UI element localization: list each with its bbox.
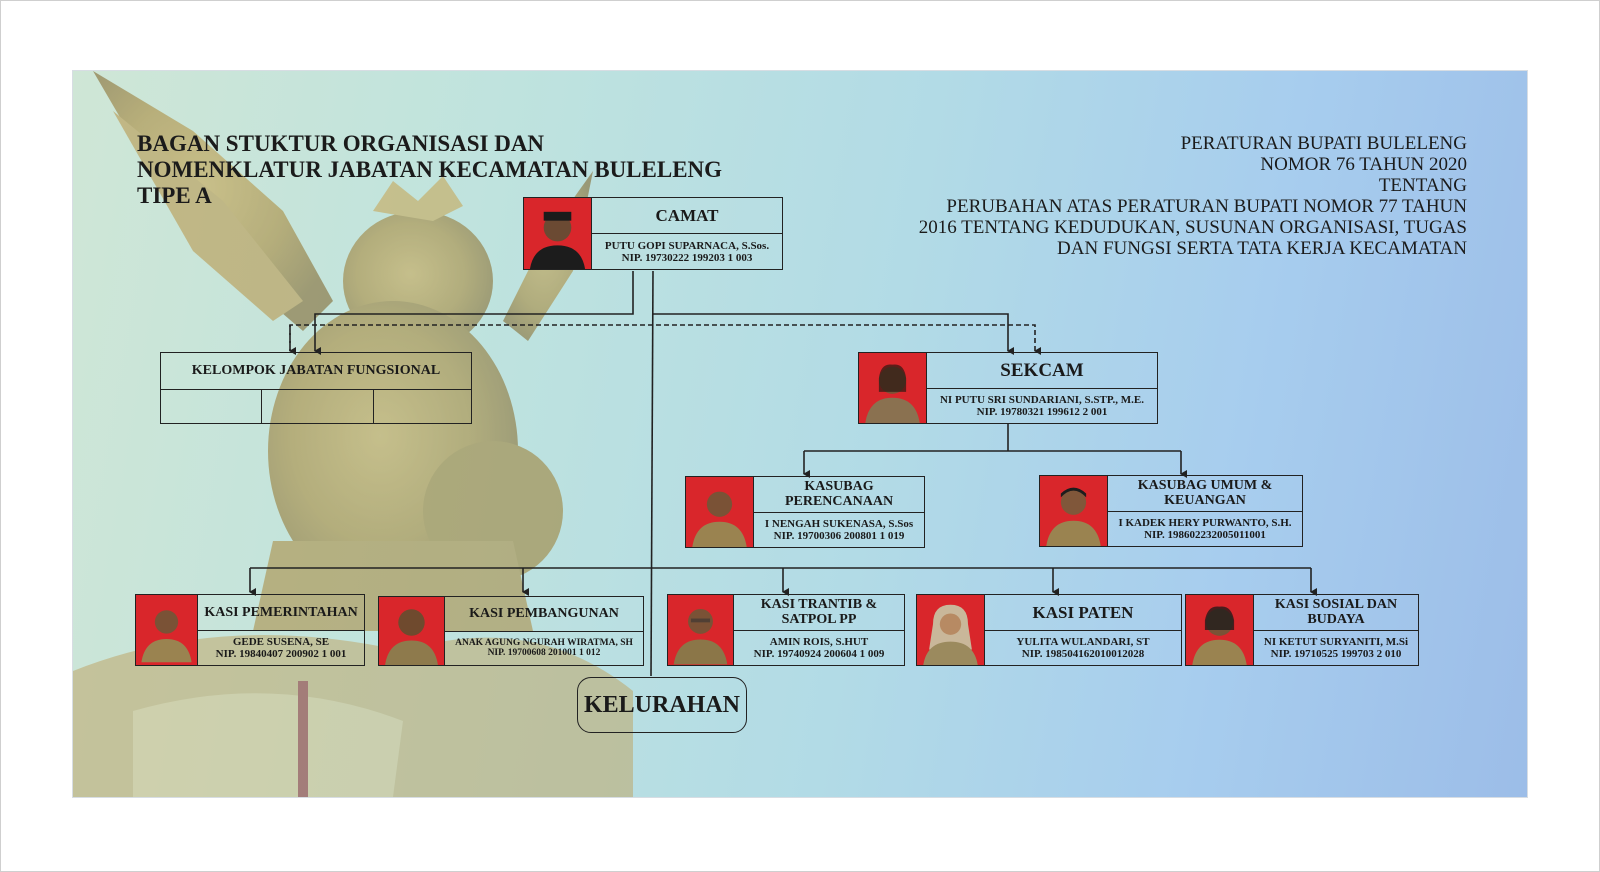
person-icon xyxy=(1192,606,1247,665)
official-details: ANAK AGUNG NGURAH WIRATMA, SH NIP. 19700… xyxy=(445,632,643,666)
regulation-line: 2016 TENTANG KEDUDUKAN, SUSUNAN ORGANISA… xyxy=(918,217,1467,238)
camat-box: CAMAT PUTU GOPI SUPARNACA, S.Sos. NIP. 1… xyxy=(523,197,783,270)
official-details: GEDE SUSENA, SE NIP. 19840407 200902 1 0… xyxy=(198,631,364,666)
kasubag-photo xyxy=(1040,476,1108,546)
official-nip: NIP. 198602232005011001 xyxy=(1144,528,1266,541)
official-details: I NENGAH SUKENASA, S.Sos NIP. 19700306 2… xyxy=(754,513,924,548)
official-name: YULITA WULANDARI, ST xyxy=(1016,635,1150,648)
person-icon xyxy=(141,610,192,663)
person-icon xyxy=(529,211,586,269)
position-title: KASI SOSIAL DAN BUDAYA xyxy=(1254,595,1418,631)
camat-photo xyxy=(524,198,592,269)
connector-lines xyxy=(249,270,1317,677)
regulation-line: DAN FUNGSI SERTA TATA KERJA KECAMATAN xyxy=(1057,238,1467,259)
person-icon xyxy=(923,604,978,665)
kasi-photo xyxy=(917,595,985,665)
kasi-photo xyxy=(379,597,445,665)
position-title: CAMAT xyxy=(592,198,782,234)
official-name: I NENGAH SUKENASA, S.Sos xyxy=(764,517,914,530)
garuda-statue-image xyxy=(73,71,633,797)
official-nip: NIP. 19700608 201001 1 012 xyxy=(487,648,601,659)
person-icon xyxy=(1046,487,1101,546)
official-details: PUTU GOPI SUPARNACA, S.Sos. NIP. 1973022… xyxy=(592,234,782,269)
chart-title-line: TIPE A xyxy=(137,183,212,208)
kasi-photo xyxy=(668,595,734,665)
position-title: KASUBAG UMUM & KEUANGAN xyxy=(1108,476,1302,512)
official-name: GEDE SUSENA, SE xyxy=(232,635,330,648)
regulation-line: NOMOR 76 TAHUN 2020 xyxy=(1260,154,1467,175)
kelurahan-box: KELURAHAN xyxy=(577,677,747,733)
kelompok-jabatan-fungsional-box: KELOMPOK JABATAN FUNGSIONAL xyxy=(160,352,472,424)
official-nip: NIP. 19840407 200902 1 001 xyxy=(215,647,347,660)
person-icon xyxy=(385,609,438,665)
official-name: I KADEK HERY PURWANTO, S.H. xyxy=(1118,516,1292,529)
official-nip: NIP. 19780321 199612 2 001 xyxy=(976,405,1108,418)
empty-cell xyxy=(262,390,374,423)
kasubag-umum-keuangan-box: KASUBAG UMUM & KEUANGAN I KADEK HERY PUR… xyxy=(1039,475,1303,547)
regulation-line: TENTANG xyxy=(1378,175,1467,196)
position-title: KASI PEMBANGUNAN xyxy=(445,597,643,632)
position-title: KASUBAG PERENCANAAN xyxy=(754,477,924,513)
kasi-pemerintahan-box: KASI PEMERINTAHAN GEDE SUSENA, SE NIP. 1… xyxy=(135,594,365,666)
official-details: NI KETUT SURYANITI, M.Si NIP. 19710525 1… xyxy=(1254,631,1418,666)
chart-title: BAGAN STUKTUR ORGANISASI DAN NOMENKLATUR… xyxy=(137,131,722,209)
official-nip: NIP. 19740924 200604 1 009 xyxy=(753,647,885,660)
regulation-reference: PERATURAN BUPATI BULELENG NOMOR 76 TAHUN… xyxy=(919,133,1467,259)
person-icon xyxy=(692,491,747,547)
official-details: YULITA WULANDARI, ST NIP. 19850416201001… xyxy=(985,631,1181,666)
chart-title-line: BAGAN STUKTUR ORGANISASI DAN xyxy=(137,131,545,156)
position-title: SEKCAM xyxy=(927,353,1157,389)
official-nip: NIP. 19700306 200801 1 019 xyxy=(773,529,905,542)
official-details: AMIN ROIS, S.HUT NIP. 19740924 200604 1 … xyxy=(734,631,904,666)
official-name: NI KETUT SURYANITI, M.Si xyxy=(1263,635,1409,648)
sekcam-box: SEKCAM NI PUTU SRI SUNDARIANI, S.STP., M… xyxy=(858,352,1158,424)
empty-cell xyxy=(374,390,470,423)
position-title: KASI PATEN xyxy=(985,595,1181,631)
kasi-paten-box: KASI PATEN YULITA WULANDARI, ST NIP. 198… xyxy=(916,594,1182,666)
kasi-sosial-budaya-box: KASI SOSIAL DAN BUDAYA NI KETUT SURYANIT… xyxy=(1185,594,1419,666)
official-name: AMIN ROIS, S.HUT xyxy=(769,635,869,648)
position-title: KELOMPOK JABATAN FUNGSIONAL xyxy=(161,353,471,390)
person-icon xyxy=(673,608,728,665)
org-chart-banner: BAGAN STUKTUR ORGANISASI DAN NOMENKLATUR… xyxy=(72,70,1528,798)
person-icon xyxy=(865,364,920,423)
kasi-pembangunan-box: KASI PEMBANGUNAN ANAK AGUNG NGURAH WIRAT… xyxy=(378,596,644,666)
sekcam-photo xyxy=(859,353,927,423)
regulation-line: PERATURAN BUPATI BULELENG xyxy=(1180,133,1467,154)
kasubag-perencanaan-box: KASUBAG PERENCANAAN I NENGAH SUKENASA, S… xyxy=(685,476,925,548)
official-details: NI PUTU SRI SUNDARIANI, S.STP., M.E. NIP… xyxy=(927,389,1157,424)
official-name: NI PUTU SRI SUNDARIANI, S.STP., M.E. xyxy=(939,393,1145,406)
official-name: PUTU GOPI SUPARNACA, S.Sos. xyxy=(604,239,770,252)
kasi-photo xyxy=(136,595,198,665)
official-nip: NIP. 198504162010012028 xyxy=(1021,647,1145,660)
official-nip: NIP. 19710525 199703 2 010 xyxy=(1270,647,1402,660)
regulation-line: PERUBAHAN ATAS PERATURAN BUPATI NOMOR 77… xyxy=(946,196,1467,217)
kasi-photo xyxy=(1186,595,1254,665)
official-details: I KADEK HERY PURWANTO, S.H. NIP. 1986022… xyxy=(1108,512,1302,547)
kasubag-photo xyxy=(686,477,754,547)
kasi-trantib-satpol-pp-box: KASI TRANTIB & SATPOL PP AMIN ROIS, S.HU… xyxy=(667,594,905,666)
empty-cell xyxy=(161,390,262,423)
position-title: KASI TRANTIB & SATPOL PP xyxy=(734,595,904,631)
chart-title-line: NOMENKLATUR JABATAN KECAMATAN BULELENG xyxy=(137,157,723,182)
official-nip: NIP. 19730222 199203 1 003 xyxy=(621,251,753,264)
official-name: ANAK AGUNG NGURAH WIRATMA, SH xyxy=(455,637,633,648)
position-title: KASI PEMERINTAHAN xyxy=(198,595,364,631)
